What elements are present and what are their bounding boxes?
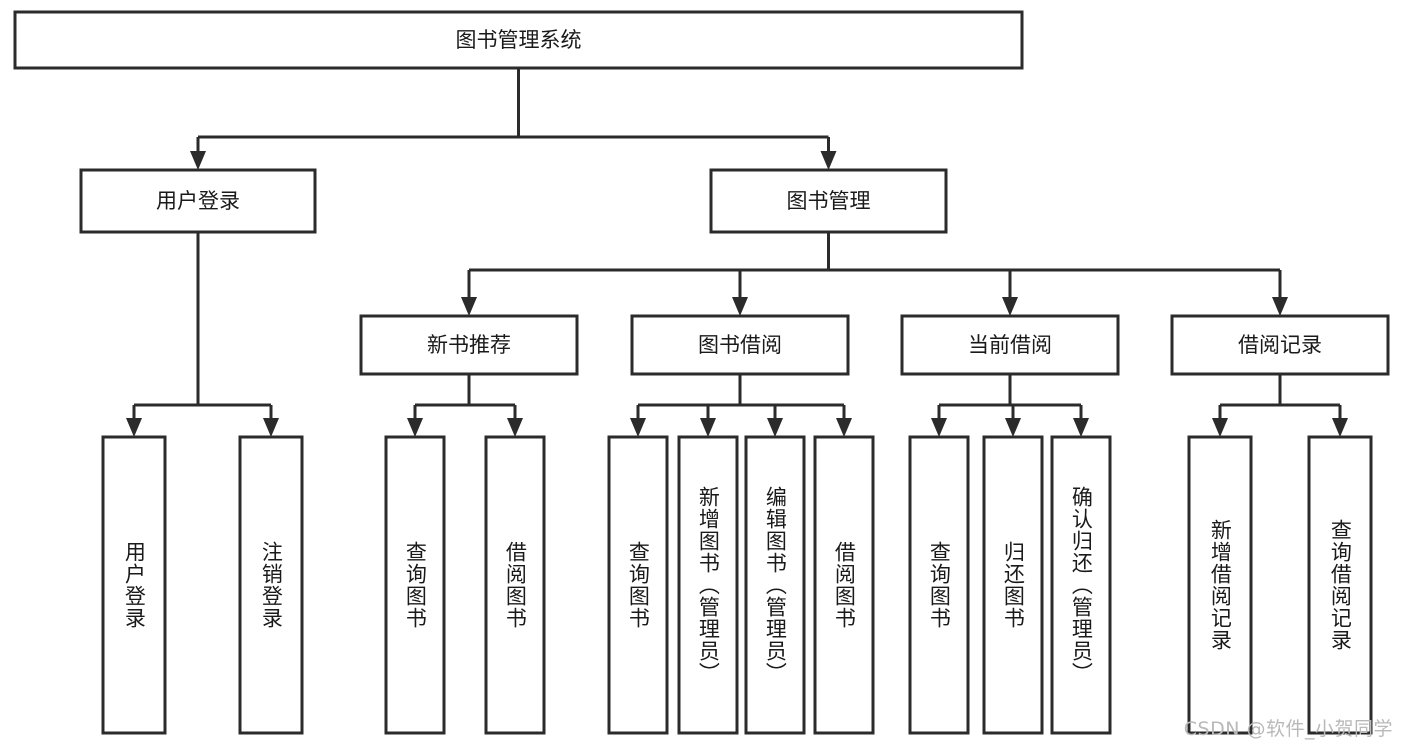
node-box-borrow-edit-book[interactable] — [744, 435, 806, 735]
connector-layer — [126, 68, 1348, 437]
node-box-recommend-borrow-book[interactable] — [484, 435, 546, 735]
node-box-layer — [13, 10, 1390, 735]
arrow-head-icon — [931, 418, 947, 437]
arrow-head-icon — [126, 418, 142, 437]
node-box-user-login-login[interactable] — [101, 435, 167, 735]
node-box-current-return-book[interactable] — [982, 435, 1044, 735]
node-box-book-borrow[interactable] — [630, 314, 850, 376]
arrow-head-icon — [1272, 297, 1288, 316]
node-box-current-borrow[interactable] — [900, 314, 1120, 376]
arrow-head-icon — [1212, 418, 1228, 437]
node-box-record-query[interactable] — [1307, 435, 1373, 735]
arrow-head-icon — [1002, 297, 1018, 316]
node-box-current-query-book[interactable] — [908, 435, 970, 735]
arrow-head-icon — [820, 151, 837, 170]
node-label-new-book-recommend: 新书推荐 — [427, 333, 511, 357]
node-box-borrow-add-book[interactable] — [677, 435, 739, 735]
node-label-book-borrow: 图书借阅 — [698, 333, 782, 357]
arrow-head-icon — [1332, 418, 1348, 437]
node-box-recommend-query-book[interactable] — [384, 435, 446, 735]
node-box-book-manage[interactable] — [709, 168, 948, 234]
arrow-head-icon — [1005, 418, 1021, 437]
node-box-root[interactable] — [13, 10, 1024, 70]
node-label-root: 图书管理系统 — [456, 28, 582, 52]
node-box-new-book-recommend[interactable] — [359, 314, 579, 376]
node-box-borrow-borrow-book[interactable] — [813, 435, 875, 735]
node-box-borrow-record[interactable] — [1170, 314, 1390, 376]
arrow-head-icon — [630, 418, 646, 437]
node-box-borrow-query-book[interactable] — [607, 435, 669, 735]
node-box-user-login-logout[interactable] — [238, 435, 304, 735]
arrow-head-icon — [263, 418, 279, 437]
arrow-head-icon — [507, 418, 523, 437]
arrow-head-icon — [1073, 418, 1089, 437]
node-label-user-login: 用户登录 — [156, 189, 240, 213]
node-label-current-borrow: 当前借阅 — [968, 333, 1052, 357]
arrow-head-icon — [836, 418, 852, 437]
arrow-head-icon — [461, 297, 477, 316]
csdn-watermark: CSDN @软件_小贺同学 — [1183, 718, 1393, 740]
arrow-head-icon — [407, 418, 423, 437]
arrow-head-icon — [190, 151, 206, 170]
node-box-record-add[interactable] — [1187, 435, 1253, 735]
node-box-current-confirm-return[interactable] — [1050, 435, 1112, 735]
node-label-borrow-record: 借阅记录 — [1238, 333, 1322, 357]
arrow-head-icon — [732, 297, 748, 316]
arrow-head-icon — [700, 418, 716, 437]
node-label-book-manage: 图书管理 — [787, 189, 871, 213]
arrow-head-icon — [767, 418, 783, 437]
node-box-user-login[interactable] — [79, 168, 317, 234]
